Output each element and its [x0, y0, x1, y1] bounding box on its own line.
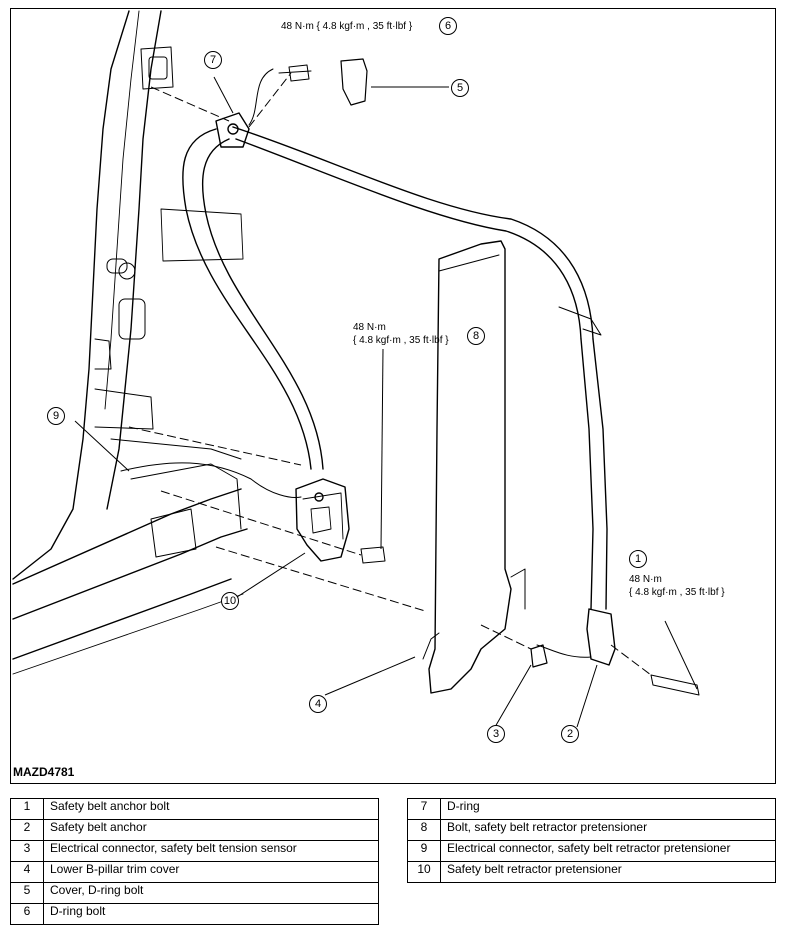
callout-1: 1 [629, 550, 647, 568]
callout-6-spec: 48 N·m { 4.8 kgf·m , 35 ft·lbf } [281, 21, 413, 32]
legend-num: 3 [10, 840, 44, 862]
diagram-drawing [12, 10, 700, 728]
callout-5: 5 [451, 79, 469, 97]
lower-trim-cover [428, 240, 512, 694]
callout-10: 10 [221, 592, 239, 610]
legend-num: 4 [10, 861, 44, 883]
legend-desc: Electrical connector, safety belt retrac… [440, 840, 776, 862]
callout-2: 2 [561, 725, 579, 743]
legend-desc: Safety belt anchor bolt [43, 798, 379, 820]
legend-num: 9 [407, 840, 441, 862]
legend-num: 7 [407, 798, 441, 820]
legend-desc: Cover, D-ring bolt [43, 882, 379, 904]
belt-webbing-outer [182, 128, 312, 470]
callout-6: 6 [439, 17, 457, 35]
legend-num: 6 [10, 903, 44, 925]
belt-webbing-upper [232, 126, 594, 340]
retractor-pretensioner [295, 478, 350, 562]
callout-8-spec-line1: 48 N·m [353, 322, 386, 333]
legend-desc: Safety belt anchor [43, 819, 379, 841]
exploded-diagram: 1 48 N·m { 4.8 kgf·m , 35 ft·lbf } 2 3 4… [10, 8, 776, 784]
legend-desc: Bolt, safety belt retractor pretensioner [440, 819, 776, 841]
callout-8-spec-line2: { 4.8 kgf·m , 35 ft·lbf } [353, 335, 449, 346]
legend-desc: Safety belt retractor pretensioner [440, 861, 776, 883]
diagram-code: MAZD4781 [13, 765, 75, 779]
callout-4: 4 [309, 695, 327, 713]
b-pillar-outer [12, 10, 130, 580]
legend-num: 5 [10, 882, 44, 904]
legend-desc: D-ring [440, 798, 776, 820]
legend-desc: D-ring bolt [43, 903, 379, 925]
callout-8: 8 [467, 327, 485, 345]
legend-desc: Lower B-pillar trim cover [43, 861, 379, 883]
callout-1-spec-line2: { 4.8 kgf·m , 35 ft·lbf } [629, 587, 725, 598]
callout-7: 7 [204, 51, 222, 69]
belt-anchor [586, 608, 616, 666]
d-ring-cover [340, 58, 368, 106]
legend-desc: Electrical connector, safety belt tensio… [43, 840, 379, 862]
d-ring [215, 112, 250, 148]
legend-num: 10 [407, 861, 441, 883]
callout-1-spec-line1: 48 N·m [629, 574, 662, 585]
callout-3: 3 [487, 725, 505, 743]
legend-num: 8 [407, 819, 441, 841]
b-pillar-inner [106, 10, 162, 510]
callout-9: 9 [47, 407, 65, 425]
rocker-sill [12, 488, 242, 585]
legend-num: 1 [10, 798, 44, 820]
legend-num: 2 [10, 819, 44, 841]
anchor-bolt [650, 674, 700, 696]
belt-webbing-inner [201, 138, 324, 470]
